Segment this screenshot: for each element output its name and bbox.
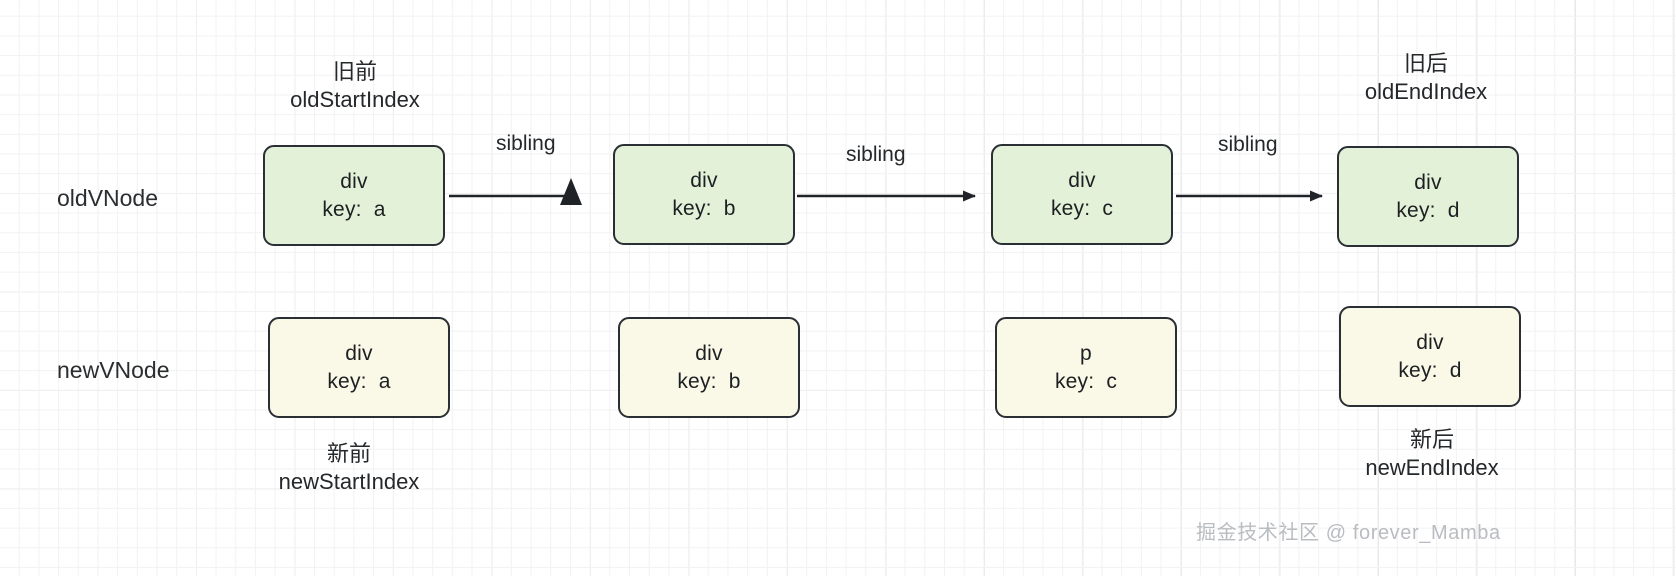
node-key: key: d	[1398, 358, 1462, 382]
pointer-label-newstartindex-en: newStartIndex	[278, 469, 420, 495]
watermark: 掘金技术社区 @ forever_Mamba	[1196, 522, 1501, 544]
edge-label-sibling-1: sibling	[496, 132, 556, 155]
new-vnode-node-d[interactable]: div key: d	[1339, 306, 1521, 407]
node-tag: p	[1080, 341, 1092, 365]
row-label-oldvnode: oldVNode	[57, 185, 159, 211]
node-key: key: d	[1396, 198, 1460, 222]
node-key: key: c	[1054, 369, 1118, 393]
pointer-label-newendindex-cn: 新后	[1409, 427, 1454, 452]
node-tag: div	[345, 341, 373, 365]
row-label-newvnode: newVNode	[57, 357, 170, 383]
pointer-label-oldendindex-cn: 旧后	[1403, 51, 1448, 76]
old-vnode-node-b[interactable]: div key: b	[613, 144, 795, 245]
edge-label-sibling-3: sibling	[1218, 133, 1278, 156]
old-vnode-node-a[interactable]: div key: a	[263, 145, 445, 246]
node-tag: div	[695, 341, 723, 365]
pointer-label-oldstartindex-cn: 旧前	[332, 59, 377, 84]
pointer-label-oldstartindex-en: oldStartIndex	[290, 87, 420, 113]
old-vnode-node-c[interactable]: div key: c	[991, 144, 1173, 245]
pointer-label-oldstartindex: 旧前 oldStartIndex	[276, 58, 434, 114]
pointer-label-oldendindex: 旧后 oldEndIndex	[1350, 50, 1502, 106]
node-tag: div	[1416, 330, 1444, 354]
node-key: key: b	[672, 196, 736, 220]
new-vnode-node-c[interactable]: p key: c	[995, 317, 1177, 418]
node-tag: div	[1414, 170, 1442, 194]
pointer-label-newendindex: 新后 newEndIndex	[1352, 426, 1512, 482]
new-vnode-node-a[interactable]: div key: a	[268, 317, 450, 418]
node-key: key: b	[677, 369, 741, 393]
edge-label-sibling-2: sibling	[846, 143, 906, 166]
node-key: key: c	[1050, 196, 1114, 220]
node-tag: div	[340, 169, 368, 193]
node-tag: div	[1068, 168, 1096, 192]
node-tag: div	[690, 168, 718, 192]
pointer-label-newendindex-en: newEndIndex	[1365, 455, 1499, 481]
pointer-label-newstartindex-cn: 新前	[326, 441, 371, 466]
pointer-label-oldendindex-en: oldEndIndex	[1364, 79, 1488, 105]
old-vnode-node-d[interactable]: div key: d	[1337, 146, 1519, 247]
node-key: key: a	[322, 197, 386, 221]
new-vnode-node-b[interactable]: div key: b	[618, 317, 800, 418]
pointer-label-newstartindex: 新前 newStartIndex	[266, 440, 432, 496]
node-key: key: a	[327, 369, 391, 393]
